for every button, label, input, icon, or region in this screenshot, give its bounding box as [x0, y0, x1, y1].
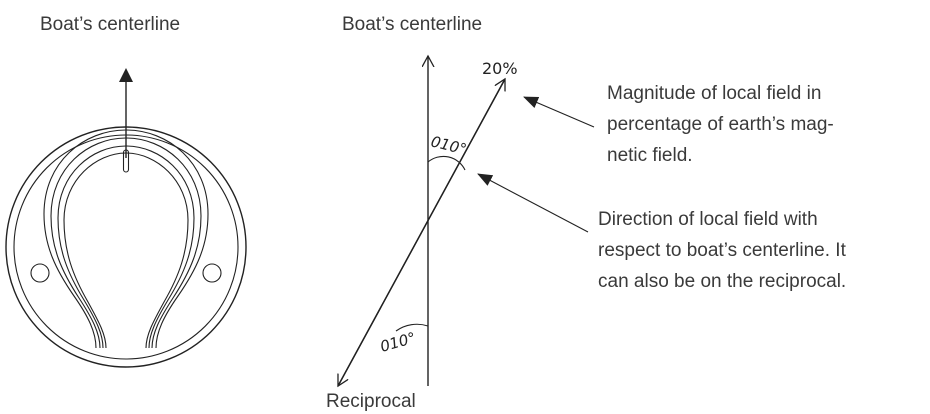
- magnitude-callout-line-3: netic field.: [607, 145, 693, 166]
- horseshoe-inner: [57, 145, 195, 349]
- right-centerline-title: Boat’s centerline: [342, 14, 482, 35]
- sensor-outer-ring: [5, 126, 247, 368]
- direction-callout-line-3: can also be on the reciprocal.: [598, 271, 846, 292]
- magnitude-callout-text: Magnitude of local field in percentage o…: [607, 83, 834, 166]
- reciprocal-label: Reciprocal: [326, 391, 416, 412]
- centerline-arrow-head: [119, 68, 133, 82]
- left-mount-hole: [30, 263, 50, 283]
- right-mount-hole: [202, 263, 222, 283]
- horseshoe-mid: [50, 137, 202, 349]
- angle-arc-bottom: [395, 323, 429, 332]
- angle-bottom-label: 010°: [378, 329, 418, 356]
- sensor-slot: [122, 149, 130, 173]
- angle-arc-top: [427, 155, 466, 171]
- direction-callout-line-2: respect to boat’s centerline. It: [598, 240, 847, 261]
- magnitude-label: 20%: [482, 59, 518, 78]
- magnitude-callout-line-2: percentage of earth’s mag-: [607, 114, 834, 135]
- angle-top-label: 010°: [429, 132, 468, 158]
- direction-callout-line-1: Direction of local field with: [598, 209, 818, 230]
- sensor-inner-ring: [13, 134, 239, 360]
- magnitude-callout-arrow: [523, 96, 595, 128]
- compass-sensor-drawing: [5, 68, 247, 368]
- horseshoe-core: [63, 152, 189, 349]
- horseshoe-outer: [43, 129, 209, 349]
- reciprocal-direction-line: [338, 78, 506, 386]
- direction-callout-arrow: [477, 173, 589, 233]
- magnitude-callout-line-1: Magnitude of local field in: [607, 83, 821, 104]
- direction-callout-text: Direction of local field with respect to…: [598, 209, 847, 292]
- left-centerline-title: Boat’s centerline: [40, 14, 180, 35]
